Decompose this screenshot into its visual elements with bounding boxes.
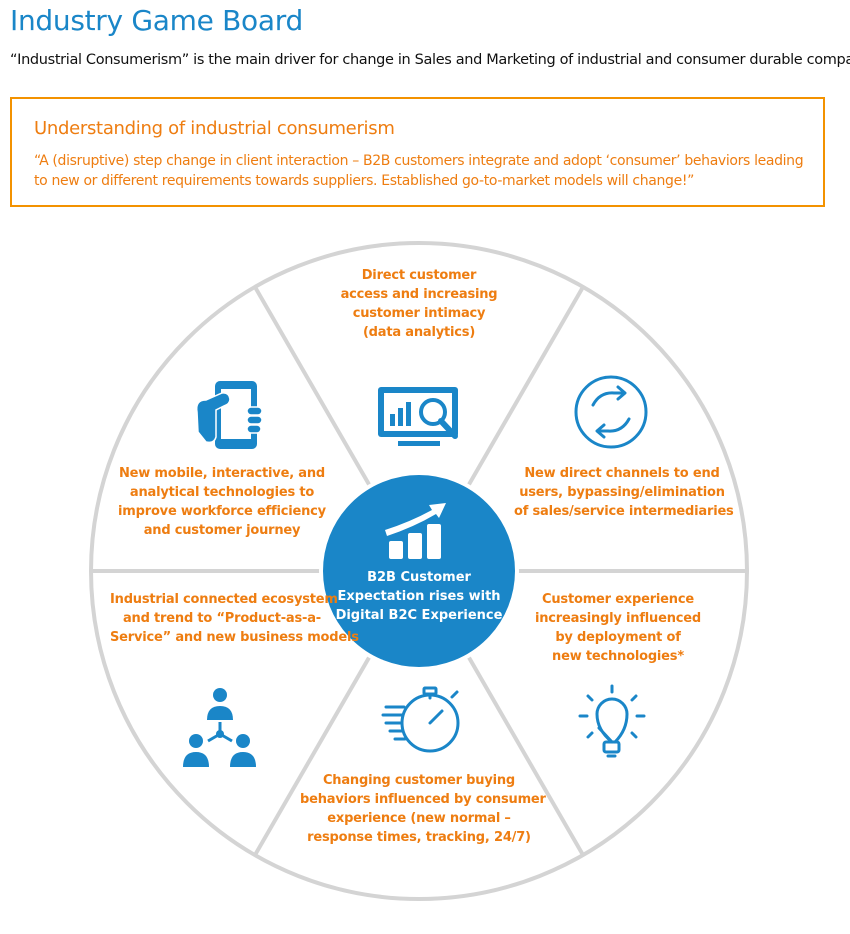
analytics-monitor-icon (378, 387, 458, 446)
network-people-icon (183, 688, 256, 767)
segment-text-upper-left-line: improve workforce efficiency (118, 504, 326, 519)
segment-text-top: Direct customer access and increasing cu… (320, 266, 518, 342)
segment-text-lower-right-line: new technologies* (552, 649, 684, 664)
definition-box: Understanding of industrial consumerism … (10, 97, 825, 207)
growth-chart-icon (385, 503, 446, 559)
segment-text-lower-left-line: Industrial connected ecosystem (110, 592, 338, 607)
segment-text-lower-right-line: by deployment of (555, 630, 681, 645)
segment-text-upper-right-line: users, bypassing/elimination (519, 485, 725, 500)
center-label-line: Expectation rises with (337, 589, 501, 604)
definition-text: “A (disruptive) step change in client in… (34, 153, 804, 189)
segment-text-lower-left: Industrial connected ecosystem and trend… (110, 590, 359, 647)
center-circle (319, 471, 519, 671)
center-label: B2B Customer Expectation rises with Digi… (320, 568, 518, 625)
segment-text-lower-left-line: and trend to “Product-as-a- (122, 611, 322, 626)
segment-text-upper-left-line: and customer journey (143, 523, 301, 538)
segment-text-bottom-line: experience (new normal – (327, 811, 511, 826)
segment-text-upper-right-line: of sales/service intermediaries (514, 504, 734, 519)
segment-text-lower-right-line: increasingly influenced (534, 611, 701, 626)
definition-title: Understanding of industrial consumerism (34, 118, 395, 139)
segment-text-upper-right: New direct channels to end users, bypass… (514, 464, 734, 521)
page-title: Industry Game Board (10, 4, 303, 37)
mobile-hand-icon (195, 381, 263, 449)
segment-text-bottom-line: Changing customer buying (322, 773, 516, 788)
segment-text-upper-left: New mobile, interactive, and analytical … (116, 464, 328, 540)
segment-text-bottom-line: response times, tracking, 24/7) (307, 830, 531, 845)
segment-text-top-line: customer intimacy (352, 306, 486, 321)
segment-text-top-line: access and increasing (340, 287, 498, 302)
center-label-line: Digital B2C Experience (335, 608, 503, 623)
segment-text-upper-right-line: New direct channels to end (524, 466, 720, 481)
lightbulb-icon (578, 684, 646, 758)
sync-arrows-icon (574, 375, 648, 449)
segment-text-top-line: (data analytics) (362, 325, 476, 340)
segment-text-upper-left-line: New mobile, interactive, and (119, 466, 325, 481)
page-subtitle: “Industrial Consumerism” is the main dri… (10, 52, 850, 68)
segment-text-top-line: Direct customer (361, 268, 477, 283)
segment-text-bottom: Changing customer buying behaviors influ… (300, 771, 546, 847)
segment-text-lower-right-line: Customer experience (542, 592, 694, 607)
stopwatch-icon (381, 686, 460, 753)
center-label-line: B2B Customer (367, 570, 471, 585)
segment-text-bottom-line: behaviors influenced by consumer (300, 792, 546, 807)
segment-text-upper-left-line: analytical technologies to (129, 485, 315, 500)
segment-text-lower-right: Customer experience increasingly influen… (520, 590, 716, 666)
segment-text-lower-left-line: Service” and new business models (110, 630, 359, 645)
